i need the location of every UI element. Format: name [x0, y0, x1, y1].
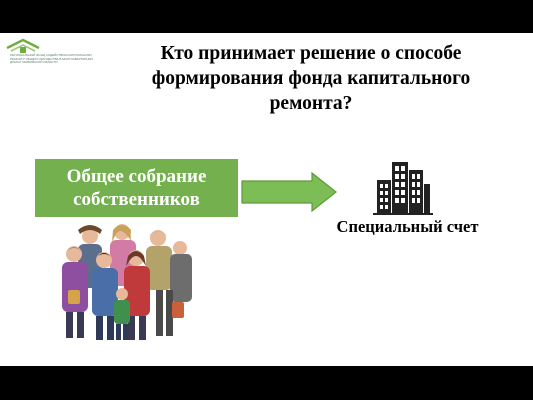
- general-meeting-box: Общее собрание собственников: [35, 159, 238, 217]
- crowd-of-people-icon: [62, 224, 192, 340]
- fund-logo: РЕГИОНАЛЬНЫЙ ФОНД СОДЕЙСТВИЯ КАПИТАЛЬНОМ…: [6, 38, 101, 68]
- slide: РЕГИОНАЛЬНЫЙ ФОНД СОДЕЙСТВИЯ КАПИТАЛЬНОМ…: [0, 33, 533, 366]
- fund-logo-text: РЕГИОНАЛЬНЫЙ ФОНД СОДЕЙСТВИЯ КАПИТАЛЬНОМ…: [10, 53, 94, 65]
- right-arrow-icon: [241, 171, 337, 213]
- slide-title: Кто принимает решение о способе формиров…: [151, 43, 471, 114]
- roof-logo-icon: [6, 38, 40, 53]
- special-account-label: Специальный счет: [336, 217, 479, 236]
- building-icon: [373, 162, 433, 215]
